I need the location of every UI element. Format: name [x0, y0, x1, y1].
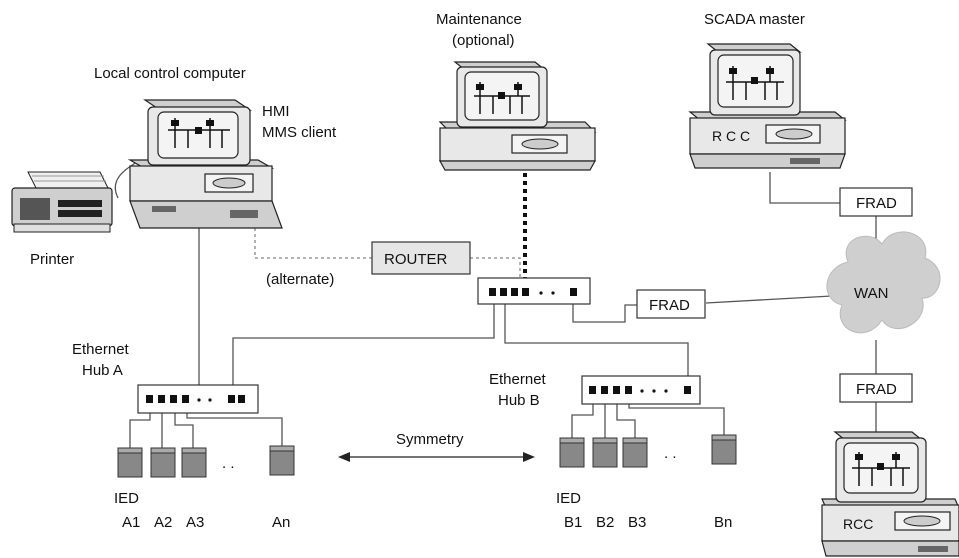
router-label: ROUTER — [384, 251, 448, 268]
main-hub — [477, 277, 591, 305]
frad-mid-label: FRAD — [649, 297, 690, 314]
ied-b1-label: B1 — [564, 514, 582, 531]
link-hub-a-ied-a3 — [174, 403, 194, 450]
rcc-label-top: R C C — [712, 128, 750, 144]
hub-b-label-line1: Ethernet — [489, 371, 547, 388]
scada-master-computer: R C C — [688, 43, 847, 169]
link-hub-hub-b — [504, 298, 689, 378]
maintenance-computer — [438, 61, 597, 171]
frad-mid: FRAD — [636, 289, 706, 319]
ied-b3-label: B3 — [628, 514, 646, 531]
scada-master-label: SCADA master — [704, 11, 805, 28]
ied-b2-label: B2 — [596, 514, 614, 531]
ied-b3 — [622, 437, 648, 468]
frad-bottom-label: FRAD — [856, 381, 897, 398]
link-hub-hub-a — [232, 298, 495, 393]
hub-a-label-line2: Hub A — [82, 362, 123, 379]
ied-b1 — [559, 437, 585, 468]
ied-a3 — [181, 447, 207, 478]
symmetry-arrow: Symmetry — [338, 431, 535, 462]
link-router-hub — [470, 257, 521, 282]
ied-a1-label: A1 — [122, 514, 140, 531]
ethernet-hub-a — [137, 384, 259, 414]
router: ROUTER — [371, 241, 471, 275]
ied-group-b: . . — [559, 434, 737, 468]
hmi-label: HMI — [262, 103, 290, 120]
local-control-label: Local control computer — [94, 65, 246, 82]
rcc-computer: RCC — [821, 431, 959, 557]
mms-client-label: MMS client — [262, 124, 337, 141]
ied-an — [269, 445, 295, 476]
ied-bn-label: Bn — [714, 514, 732, 531]
ethernet-hub-b — [581, 375, 701, 405]
link-hub-frad-mid — [572, 298, 640, 323]
hub-a-label-line1: Ethernet — [72, 341, 130, 358]
frad-bottom: FRAD — [839, 373, 913, 403]
ied-a2-label: A2 — [154, 514, 172, 531]
maintenance-label: Maintenance — [436, 11, 522, 28]
printer — [11, 171, 113, 233]
alternate-label: (alternate) — [266, 271, 334, 288]
ied-bn — [711, 434, 737, 465]
frad-top: FRAD — [839, 187, 913, 217]
link-frad-wan — [705, 294, 851, 304]
ied-an-label: An — [272, 514, 290, 531]
ied-a-dots: . . — [222, 455, 235, 472]
ied-a1 — [117, 447, 143, 478]
ied-b2 — [592, 437, 618, 468]
symmetry-label: Symmetry — [396, 431, 464, 448]
local-control-computer — [127, 99, 283, 229]
hub-b-label-line2: Hub B — [498, 392, 540, 409]
wan-cloud: WAN — [826, 231, 941, 334]
wan-label: WAN — [854, 285, 888, 302]
ied-a-label: IED — [114, 490, 139, 507]
ied-a3-label: A3 — [186, 514, 204, 531]
rcc-label-bottom: RCC — [843, 516, 873, 532]
ied-a2 — [150, 447, 176, 478]
link-scada-frad — [769, 172, 840, 204]
ied-group-a: . . — [117, 445, 295, 478]
ied-b-label: IED — [556, 490, 581, 507]
printer-label: Printer — [30, 251, 74, 268]
optional-label: (optional) — [452, 32, 515, 49]
link-alternate — [254, 228, 372, 259]
ied-b-dots: . . — [664, 445, 677, 462]
frad-top-label: FRAD — [856, 195, 897, 212]
